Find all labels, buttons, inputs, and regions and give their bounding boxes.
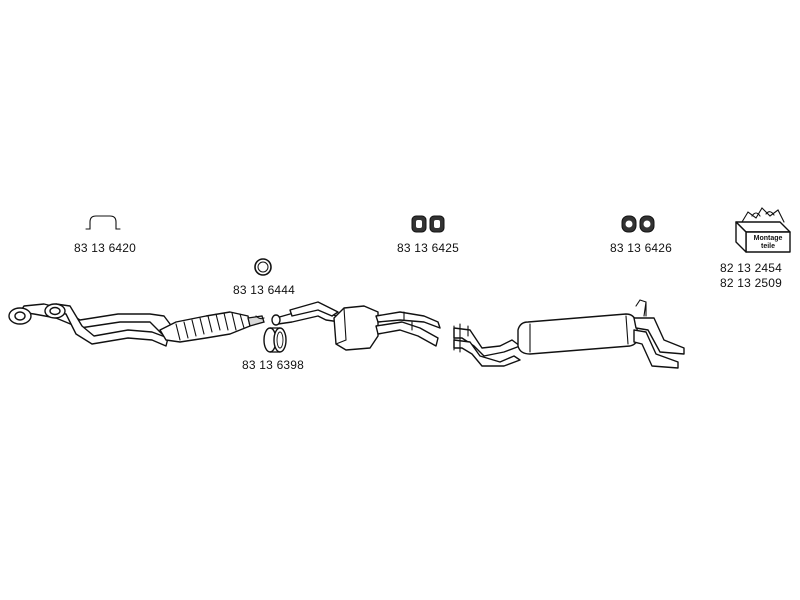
catalytic-converter-icon xyxy=(159,311,265,343)
kit-box-label-line1: Montage xyxy=(754,235,783,242)
middle-silencer-icon xyxy=(271,301,441,351)
part-number-kit-1: 82 13 2454 xyxy=(720,261,783,275)
rear-silencer-icon xyxy=(453,299,685,369)
rubber-hanger-pair-icon xyxy=(621,215,655,233)
part-number-hanger-pair-2: 83 13 6426 xyxy=(610,241,673,255)
u-clamp-icon xyxy=(85,215,121,230)
part-number-kit-2: 82 13 2509 xyxy=(720,276,783,290)
rubber-hanger-pair-icon xyxy=(411,215,445,233)
front-downpipe-icon xyxy=(8,303,177,347)
part-number-clamp: 83 13 6420 xyxy=(74,241,137,255)
pipe-sleeve-icon xyxy=(263,327,287,353)
part-number-ring: 83 13 6444 xyxy=(233,283,296,297)
kit-box-label-line2: teile xyxy=(761,243,775,250)
part-number-hanger-pair-1: 83 13 6425 xyxy=(397,241,460,255)
part-number-sleeve: 83 13 6398 xyxy=(242,358,305,372)
mounting-kit-box-icon: Montage teile xyxy=(735,207,791,253)
sealing-ring-icon xyxy=(254,258,272,276)
